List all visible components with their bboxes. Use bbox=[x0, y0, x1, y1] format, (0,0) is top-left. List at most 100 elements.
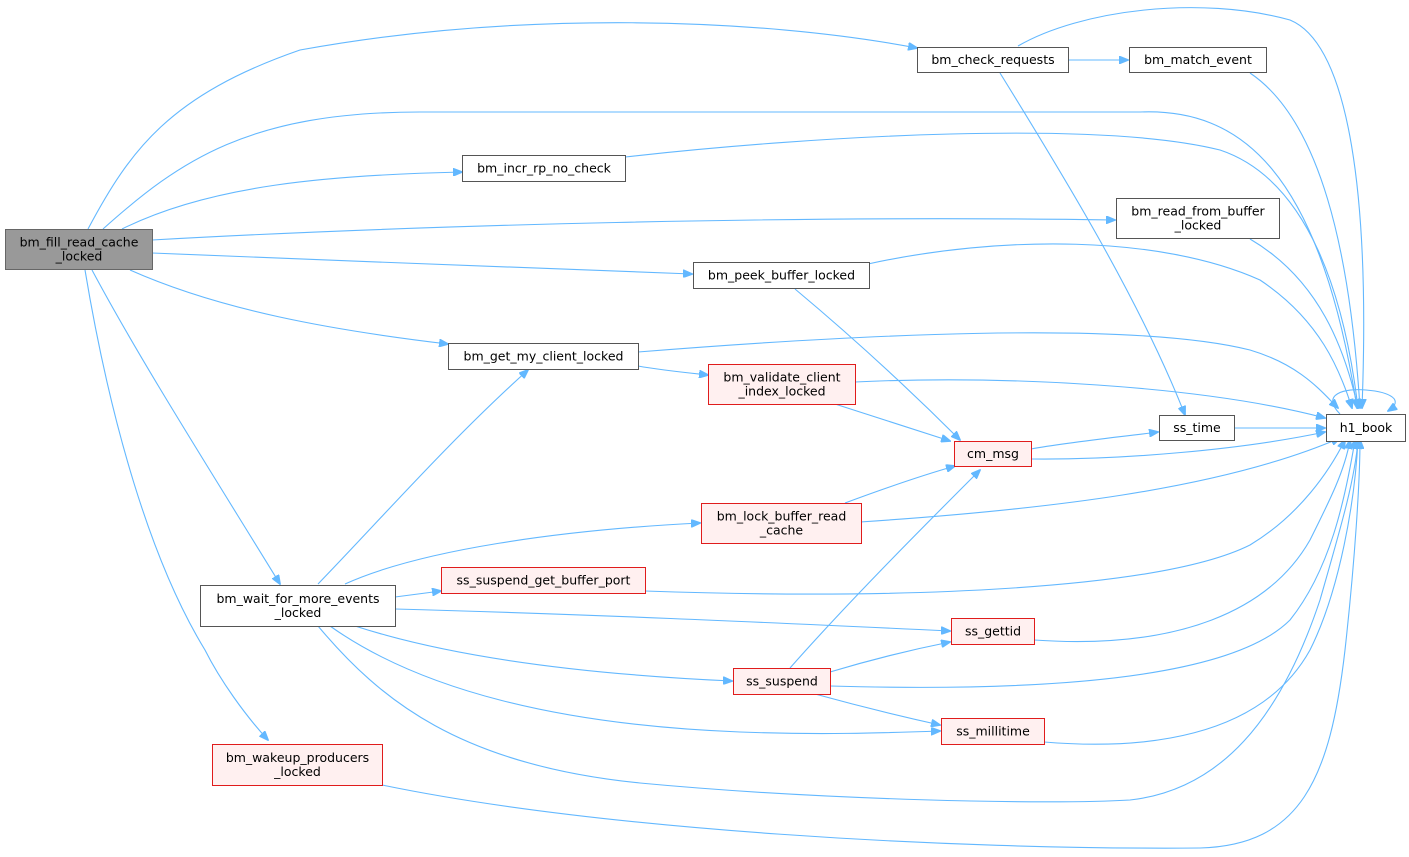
node-ss-suspend[interactable]: ss_suspend bbox=[733, 668, 831, 695]
node-box bbox=[200, 585, 396, 627]
node-label-line: ss_time bbox=[1173, 420, 1221, 435]
node-label-line: _locked bbox=[1174, 218, 1222, 233]
edge-h1-self-loop bbox=[1332, 389, 1396, 415]
edge-peek-to-cmmsg bbox=[794, 288, 960, 440]
node-label-line: bm_read_from_buffer bbox=[1131, 204, 1265, 219]
node-label-line: bm_wakeup_producers bbox=[226, 750, 369, 765]
node-box bbox=[1326, 414, 1406, 442]
edge-fill-to-peek-buffer bbox=[151, 252, 692, 274]
node-label-line: h1_book bbox=[1340, 420, 1393, 435]
edge-wait-to-suspendport bbox=[394, 591, 441, 598]
node-bm-read-from-buffer-locked[interactable]: bm_read_from_buffer_locked bbox=[1116, 198, 1280, 239]
edge-validate-to-h1 bbox=[854, 379, 1325, 418]
node-bm-fill-read-cache-locked[interactable]: bm_fill_read_cache_locked bbox=[5, 229, 153, 270]
edge-sssuspend-to-gettid bbox=[829, 642, 950, 673]
node-box bbox=[917, 47, 1069, 73]
edge-wait-to-h1 bbox=[317, 440, 1358, 803]
node-box bbox=[1116, 198, 1280, 239]
edge-sssuspend-to-cmmsg bbox=[789, 470, 980, 669]
node-label-line: bm_get_my_client_locked bbox=[464, 349, 624, 364]
node-label-line: _index_locked bbox=[737, 384, 825, 399]
node-bm-lock-buffer-read-cache[interactable]: bm_lock_buffer_read_cache bbox=[701, 503, 862, 544]
edge-wakeup-to-h1 bbox=[381, 440, 1360, 849]
node-label-line: _locked bbox=[55, 249, 103, 264]
edge-fill-to-get-my-client bbox=[129, 269, 448, 344]
edge-incr-to-h1 bbox=[624, 132, 1358, 408]
edge-match-to-h1 bbox=[1249, 72, 1360, 408]
edge-read-to-h1 bbox=[1249, 238, 1358, 408]
node-bm-check-requests[interactable]: bm_check_requests bbox=[917, 47, 1069, 73]
edge-lockbuf-to-cmmsg bbox=[844, 466, 955, 504]
edge-wait-to-gettid bbox=[394, 608, 950, 631]
edge-fill-to-h1-book bbox=[102, 111, 1357, 408]
edge-wait-to-getclient bbox=[317, 370, 528, 585]
nodes-layer: bm_fill_read_cache_locked bm_check_reque… bbox=[5, 47, 1406, 786]
node-ss-time[interactable]: ss_time bbox=[1159, 415, 1235, 441]
node-ss-gettid[interactable]: ss_gettid bbox=[951, 618, 1035, 645]
edge-millitime-to-h1 bbox=[1043, 440, 1358, 745]
edge-fill-to-read-from-buffer bbox=[151, 219, 1115, 241]
node-bm-incr-rp-no-check[interactable]: bm_incr_rp_no_check bbox=[462, 155, 626, 182]
edge-gettid-to-h1 bbox=[1033, 440, 1350, 643]
edge-wait-to-lockbuf bbox=[344, 523, 700, 585]
node-box bbox=[954, 441, 1032, 467]
edge-fill-to-wakeup bbox=[84, 269, 268, 740]
edge-check-to-h1 bbox=[1017, 7, 1364, 408]
node-label-line: bm_lock_buffer_read bbox=[717, 509, 847, 524]
edge-getclient-to-validate bbox=[637, 365, 708, 375]
node-box bbox=[462, 155, 626, 182]
node-ss-suspend-get-buffer-port[interactable]: ss_suspend_get_buffer_port bbox=[441, 567, 646, 594]
node-label-line: bm_validate_client bbox=[723, 370, 840, 385]
node-box bbox=[733, 668, 831, 695]
edge-suspendport-to-h1 bbox=[644, 440, 1345, 595]
edge-validate-to-cmmsg bbox=[834, 403, 950, 441]
node-label-line: _locked bbox=[274, 605, 322, 620]
node-box bbox=[951, 618, 1035, 645]
node-bm-validate-client-index-locked[interactable]: bm_validate_client_index_locked bbox=[708, 364, 856, 405]
node-label-line: bm_peek_buffer_locked bbox=[708, 268, 855, 283]
edge-sssuspend-to-h1 bbox=[829, 440, 1355, 688]
edge-sssuspend-to-millitime bbox=[814, 693, 940, 725]
node-bm-match-event[interactable]: bm_match_event bbox=[1129, 47, 1267, 73]
node-bm-wait-for-more-events-locked[interactable]: bm_wait_for_more_events_locked bbox=[200, 585, 396, 627]
node-ss-millitime[interactable]: ss_millitime bbox=[941, 718, 1045, 745]
edge-fill-to-check-requests bbox=[87, 22, 917, 230]
node-box bbox=[701, 503, 862, 544]
node-label-line: _locked bbox=[273, 764, 321, 779]
edge-peek-to-h1 bbox=[867, 243, 1352, 408]
edge-lockbuf-to-h1 bbox=[859, 438, 1340, 523]
node-cm-msg[interactable]: cm_msg bbox=[954, 441, 1032, 467]
node-label-line: bm_check_requests bbox=[931, 52, 1054, 67]
node-label-line: cm_msg bbox=[967, 446, 1019, 461]
node-box bbox=[212, 744, 383, 786]
node-bm-wakeup-producers-locked[interactable]: bm_wakeup_producers_locked bbox=[212, 744, 383, 786]
node-label-line: bm_wait_for_more_events bbox=[216, 591, 379, 606]
node-label-line: bm_incr_rp_no_check bbox=[477, 161, 612, 176]
edge-check-to-sstime bbox=[999, 72, 1185, 415]
node-label-line: _cache bbox=[759, 523, 804, 538]
node-box bbox=[693, 262, 870, 289]
edge-fill-to-wait-events bbox=[91, 269, 280, 584]
node-box bbox=[708, 364, 856, 405]
node-label-line: ss_millitime bbox=[956, 724, 1030, 739]
node-h1-book[interactable]: h1_book bbox=[1326, 414, 1406, 442]
node-box bbox=[1129, 47, 1267, 73]
node-box bbox=[441, 567, 646, 594]
node-label-line: ss_suspend bbox=[746, 674, 818, 689]
node-bm-peek-buffer-locked[interactable]: bm_peek_buffer_locked bbox=[693, 262, 870, 289]
edge-wait-to-sssuspend bbox=[354, 625, 732, 681]
edges-layer bbox=[84, 7, 1396, 849]
node-box bbox=[448, 343, 639, 370]
edge-fill-to-incr-rp bbox=[121, 172, 462, 230]
edge-getclient-to-h1 bbox=[637, 332, 1338, 408]
edge-wait-to-millitime bbox=[329, 625, 940, 734]
node-bm-get-my-client-locked[interactable]: bm_get_my_client_locked bbox=[448, 343, 639, 370]
node-box bbox=[941, 718, 1045, 745]
node-label-line: ss_suspend_get_buffer_port bbox=[457, 573, 631, 588]
node-box bbox=[1159, 415, 1235, 441]
edge-cmmsg-to-h1 bbox=[1030, 432, 1325, 460]
node-box bbox=[5, 229, 153, 270]
node-label-line: bm_fill_read_cache bbox=[20, 235, 139, 250]
node-label-line: ss_gettid bbox=[965, 624, 1021, 639]
